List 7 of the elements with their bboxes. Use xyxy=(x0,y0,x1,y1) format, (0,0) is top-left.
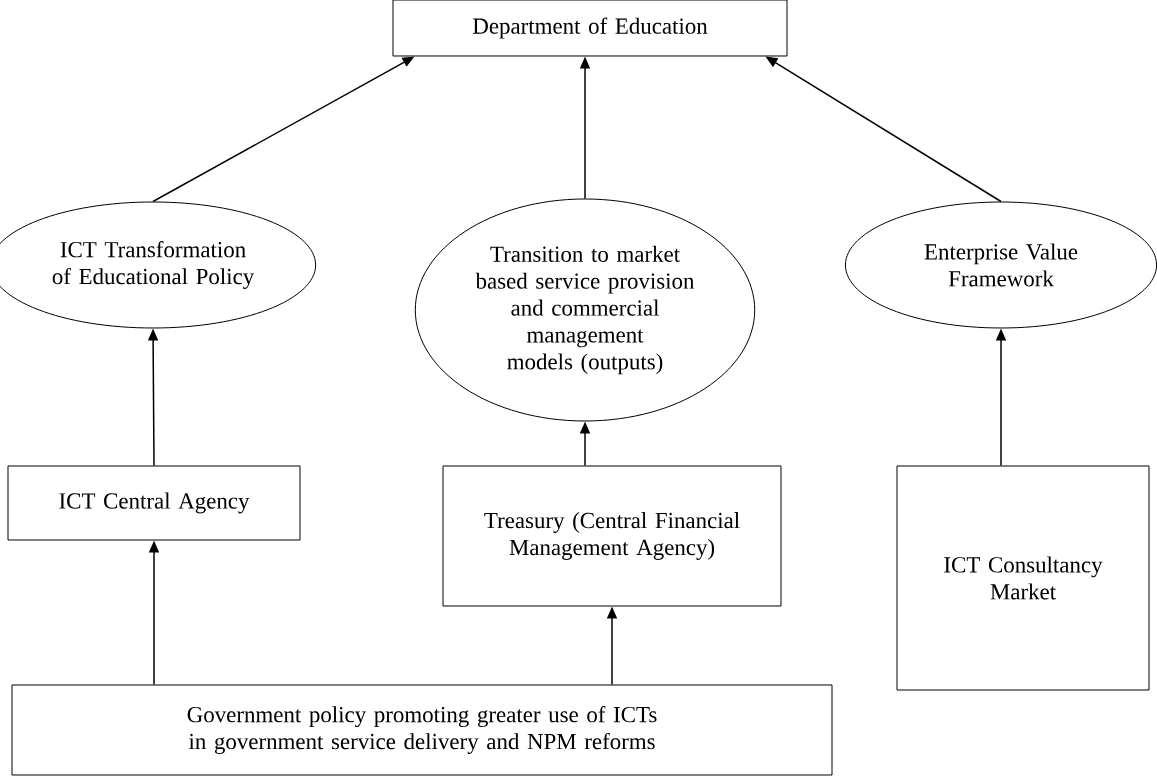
process-box: ICT Central Agency xyxy=(7,465,301,541)
process-box: Treasury (Central Financial Management Agency) xyxy=(442,465,782,607)
process-box: ICT Consultancy Market xyxy=(896,465,1150,691)
ellipse-node: Enterprise Value Framework xyxy=(844,201,1157,329)
ellipse-node: Transition to market based service provision and commercial management models (outputs) xyxy=(414,198,756,422)
process-box: Department of Education xyxy=(392,0,788,57)
process-box: Government policy promoting greater use of ICTs in government service delivery and NPM reforms xyxy=(11,684,833,776)
